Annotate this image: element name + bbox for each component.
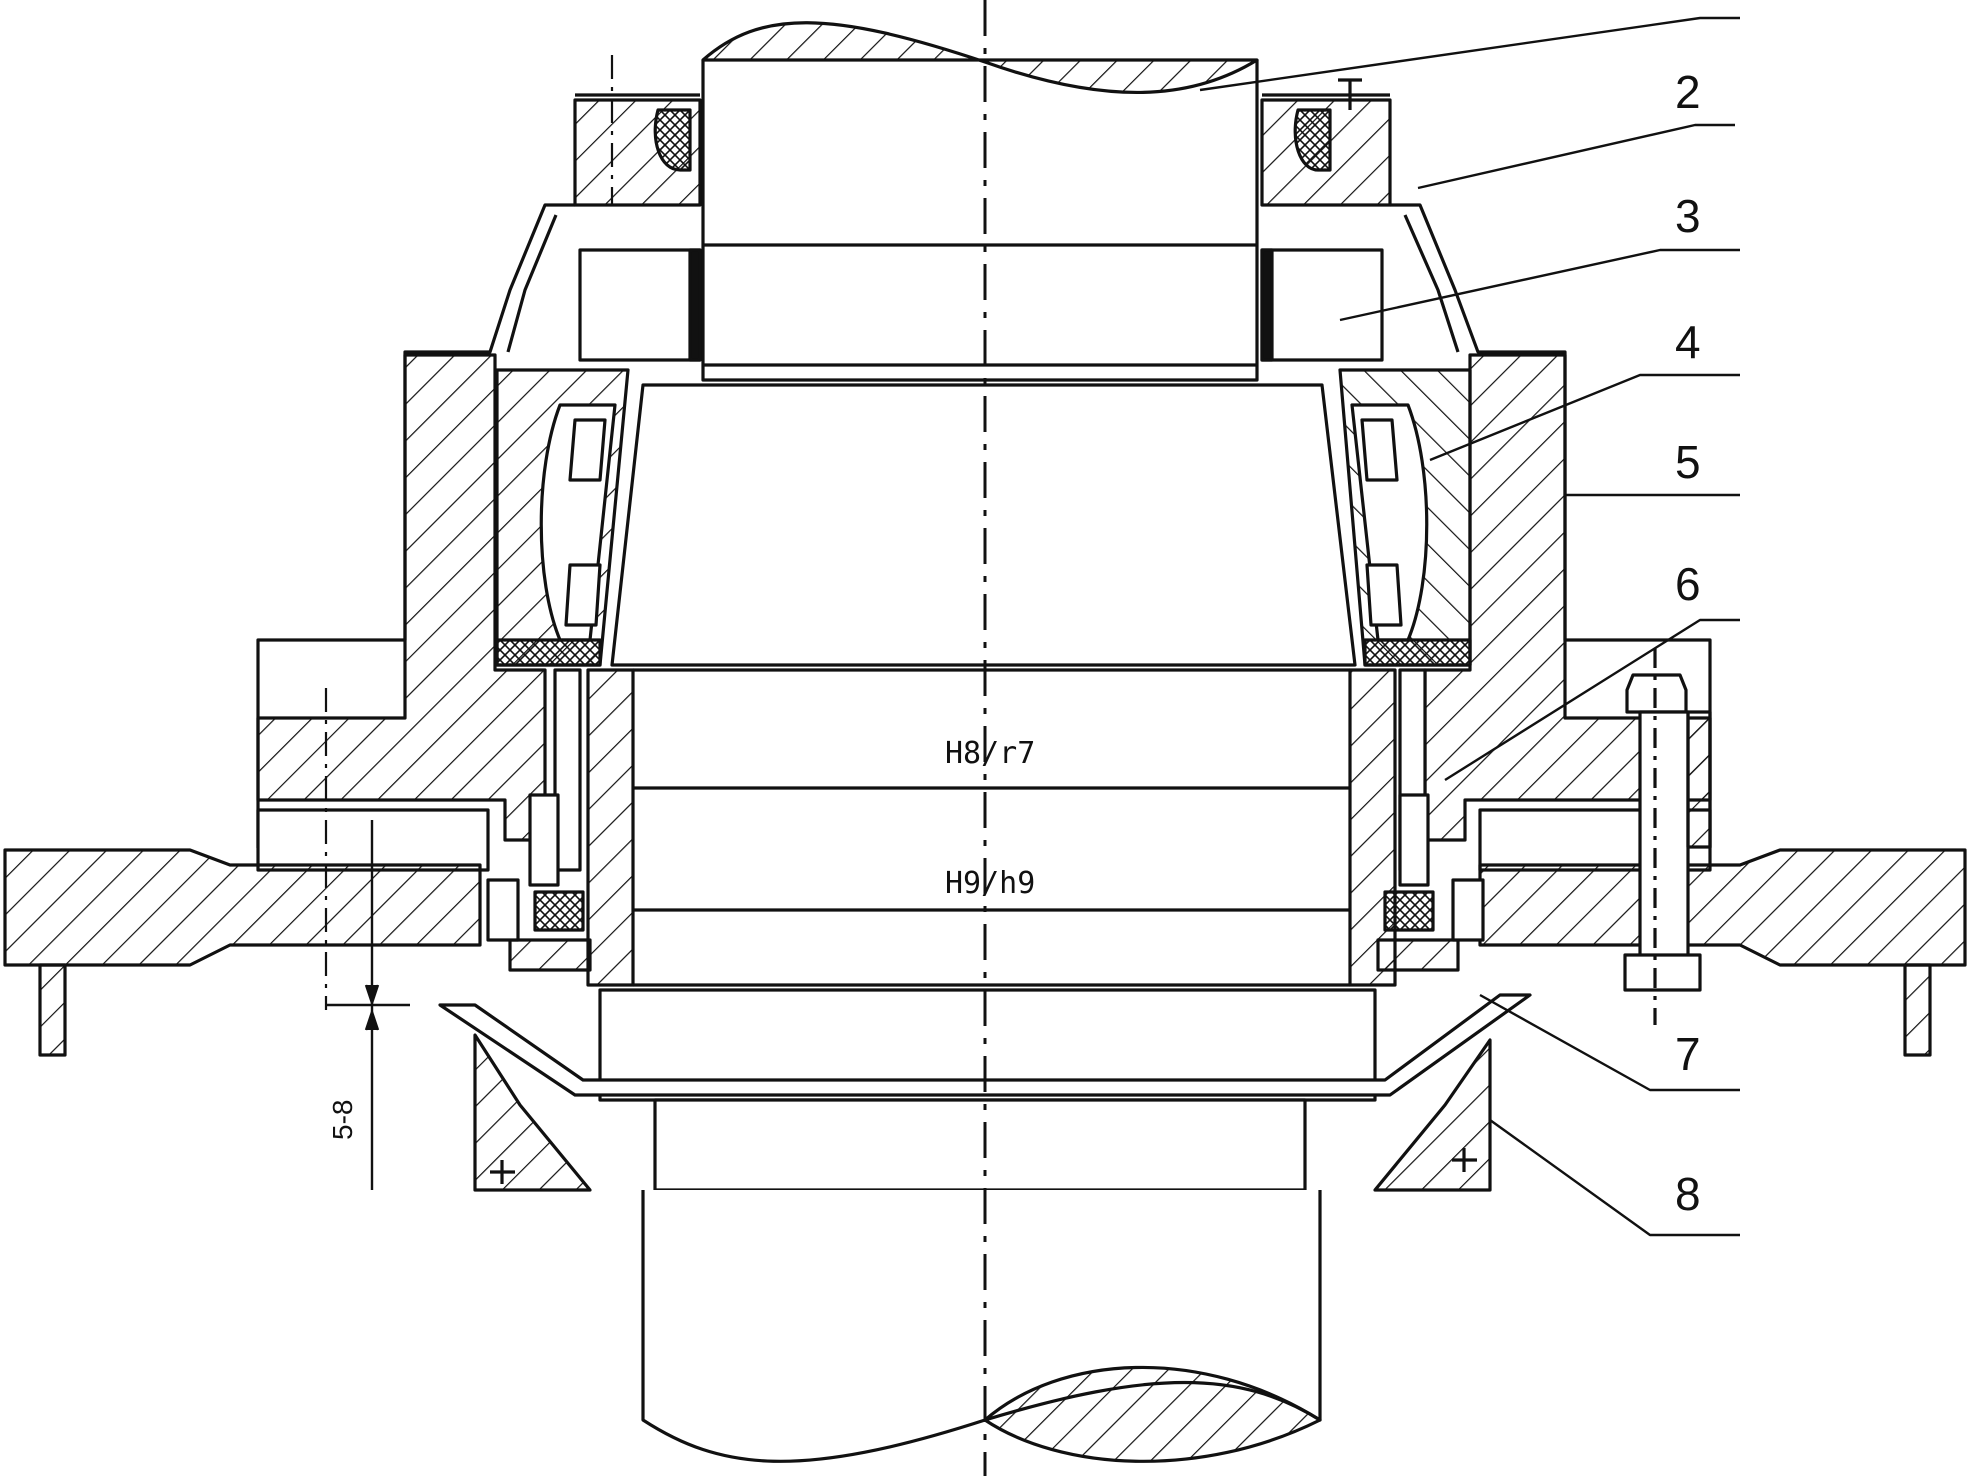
- seal-flange: [578, 248, 1384, 362]
- leader-lines: [1199, 16, 1740, 1237]
- dimension-text: 5-8: [327, 1100, 358, 1140]
- callout-5: 5: [1675, 436, 1701, 488]
- callout-6: 6: [1675, 558, 1701, 610]
- callout-4: 4: [1675, 316, 1701, 368]
- roller-bearing: [495, 368, 1472, 667]
- journal: [586, 383, 1397, 1463]
- callout-3: 3: [1675, 190, 1701, 242]
- callout-2: 2: [1675, 66, 1701, 118]
- guard: [438, 993, 1532, 1192]
- fit-lower: H9/h9: [945, 866, 1035, 901]
- fit-upper: H8/r7: [945, 736, 1035, 771]
- callout-7: 7: [1675, 1028, 1701, 1080]
- dimension-gap: [326, 820, 410, 1190]
- bolt-assembly: [1623, 648, 1712, 1025]
- base-plate: [3, 848, 1967, 1057]
- inner-sleeve: [528, 668, 1430, 887]
- callout-8: 8: [1675, 1168, 1701, 1220]
- top-cover: [256, 78, 1712, 848]
- upper-shaft: [701, 21, 1259, 382]
- seal-packing: [508, 890, 1460, 972]
